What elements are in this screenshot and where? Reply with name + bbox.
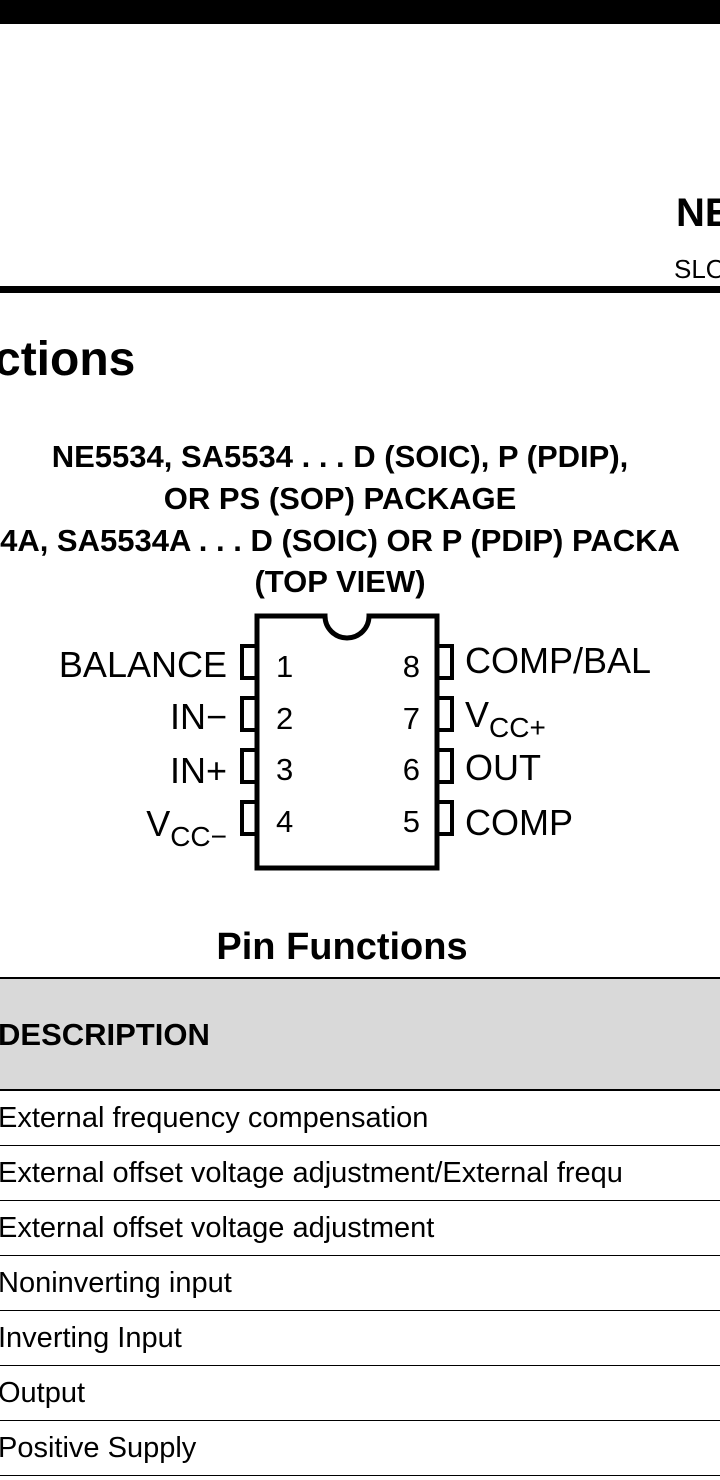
row-description: External offset voltage adjustment xyxy=(0,1212,435,1244)
pin-name-vcc-minus-sub: CC− xyxy=(170,821,227,852)
header-rule xyxy=(0,286,720,293)
pin-name-comp: COMP xyxy=(465,802,573,843)
row-description: Noninverting input xyxy=(0,1267,232,1299)
pin-name-vcc-plus: VCC+ xyxy=(465,694,546,743)
ic-body xyxy=(254,613,440,871)
pin-name-vcc-minus: VCC− xyxy=(146,803,227,852)
table-row: External offset voltage adjustment xyxy=(0,1201,720,1256)
package-line-3: 4A, SA5534A . . . D (SOIC) OR P (PDIP) P… xyxy=(0,523,680,558)
pin-number-6: 6 xyxy=(403,752,420,787)
pin-number-5: 5 xyxy=(403,804,420,839)
pin-name-out: OUT xyxy=(465,747,541,788)
pin-name-in-minus: IN− xyxy=(170,696,227,737)
row-description: External offset voltage adjustment/Exter… xyxy=(0,1157,623,1189)
pin-name-vcc-plus-main: V xyxy=(465,694,489,735)
row-description: Inverting Input xyxy=(0,1322,182,1354)
table-header: DESCRIPTION xyxy=(0,977,720,1091)
header-doc-number: SLO xyxy=(674,254,720,284)
pin-name-balance: BALANCE xyxy=(59,644,227,685)
pin-number-7: 7 xyxy=(403,701,420,736)
pin-number-2: 2 xyxy=(276,701,293,736)
pin-stub-6 xyxy=(437,748,454,784)
pin-functions-title: Pin Functions xyxy=(216,926,468,968)
pin-number-4: 4 xyxy=(276,804,293,839)
pin-number-1: 1 xyxy=(276,649,293,684)
table-row: External frequency compensation xyxy=(0,1091,720,1146)
pin-name-comp-bal: COMP/BAL xyxy=(465,640,651,681)
package-line-4: (TOP VIEW) xyxy=(254,564,426,599)
table-row: External offset voltage adjustment/Exter… xyxy=(0,1146,720,1201)
row-description: External frequency compensation xyxy=(0,1102,429,1134)
top-black-bar xyxy=(0,0,720,24)
table-row: Noninverting input xyxy=(0,1256,720,1311)
pin-name-vcc-plus-sub: CC+ xyxy=(489,712,546,743)
pin-functions-table: DESCRIPTION External frequency compensat… xyxy=(0,977,720,1476)
row-description: Positive Supply xyxy=(0,1432,197,1464)
pin-name-vcc-minus-main: V xyxy=(146,803,170,844)
pinout-diagram: 1 2 3 4 8 7 6 5 BALANCE IN− IN+ VCC− COM… xyxy=(59,613,651,871)
pin-number-8: 8 xyxy=(403,649,420,684)
pin-name-in-plus: IN+ xyxy=(170,750,227,791)
package-line-1: NE5534, SA5534 . . . D (SOIC), P (PDIP), xyxy=(51,439,629,474)
pin-number-3: 3 xyxy=(276,752,293,787)
pin-stub-2 xyxy=(240,696,257,732)
row-description: Output xyxy=(0,1377,86,1409)
table-row: Positive Supply xyxy=(0,1421,720,1476)
pin-stub-3 xyxy=(240,748,257,784)
column-header-description: DESCRIPTION xyxy=(0,1017,210,1052)
pin-stub-4 xyxy=(240,800,257,836)
package-line-2: OR PS (SOP) PACKAGE xyxy=(163,481,517,516)
pin-stub-1 xyxy=(240,644,257,680)
pin-stub-5 xyxy=(437,800,454,836)
table-row: Inverting Input xyxy=(0,1311,720,1366)
section-title: ctions xyxy=(0,333,136,386)
table-row: Output xyxy=(0,1366,720,1421)
header-part-number: NE xyxy=(676,191,720,235)
pin-stub-8 xyxy=(437,644,454,680)
pin-stub-7 xyxy=(437,696,454,732)
